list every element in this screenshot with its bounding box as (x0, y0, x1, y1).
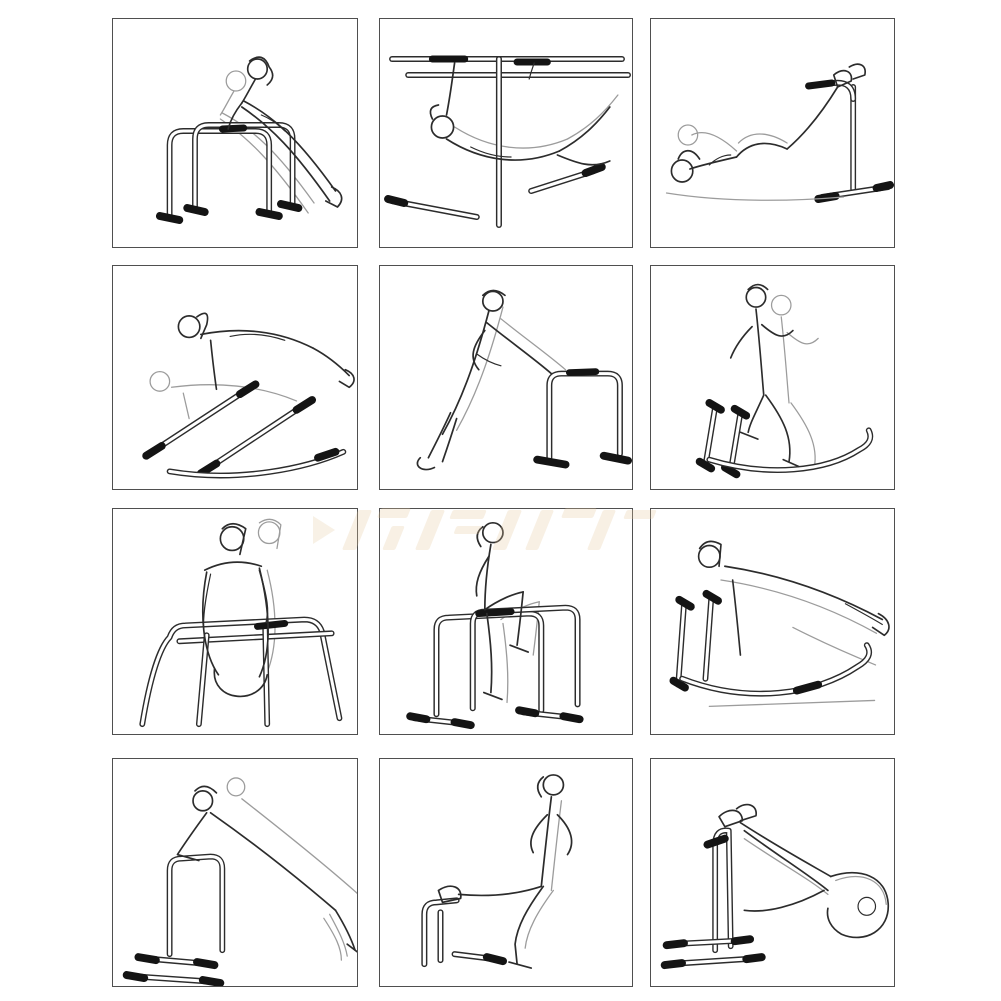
exercise-cell-lying-leg-raise (650, 758, 895, 987)
side-lean-illustration (416, 289, 632, 471)
floor-pushup-illustration (142, 312, 355, 479)
inverted-row-illustration (384, 55, 631, 228)
exercise-cell-floor-pushup (112, 265, 358, 490)
exercise-cell-split-squat (379, 758, 633, 987)
lying-leg-raise-illustration (660, 803, 889, 970)
exercise-cell-inverted-row (379, 18, 633, 248)
elbow-lean-illustration (122, 777, 357, 986)
exercise-cell-low-plank-pushup (650, 508, 895, 735)
exercise-cell-seated-knee-raise (379, 508, 633, 735)
exercise-cell-elbow-lean (112, 758, 358, 987)
exercise-cell-dips (112, 508, 358, 735)
situp-illustration (665, 63, 894, 203)
low-plank-pushup-illustration (669, 540, 890, 708)
dips-illustration (139, 518, 343, 728)
exercise-cell-side-lean (379, 265, 633, 490)
split-squat-illustration (421, 774, 573, 969)
step-up-illustration (695, 283, 874, 479)
exercise-cell-incline-pushup (112, 18, 358, 248)
exercise-cell-step-up (650, 265, 895, 490)
exercise-cell-situp (650, 18, 895, 248)
seated-knee-raise-illustration (406, 521, 584, 730)
incline-pushup-illustration (155, 56, 343, 224)
